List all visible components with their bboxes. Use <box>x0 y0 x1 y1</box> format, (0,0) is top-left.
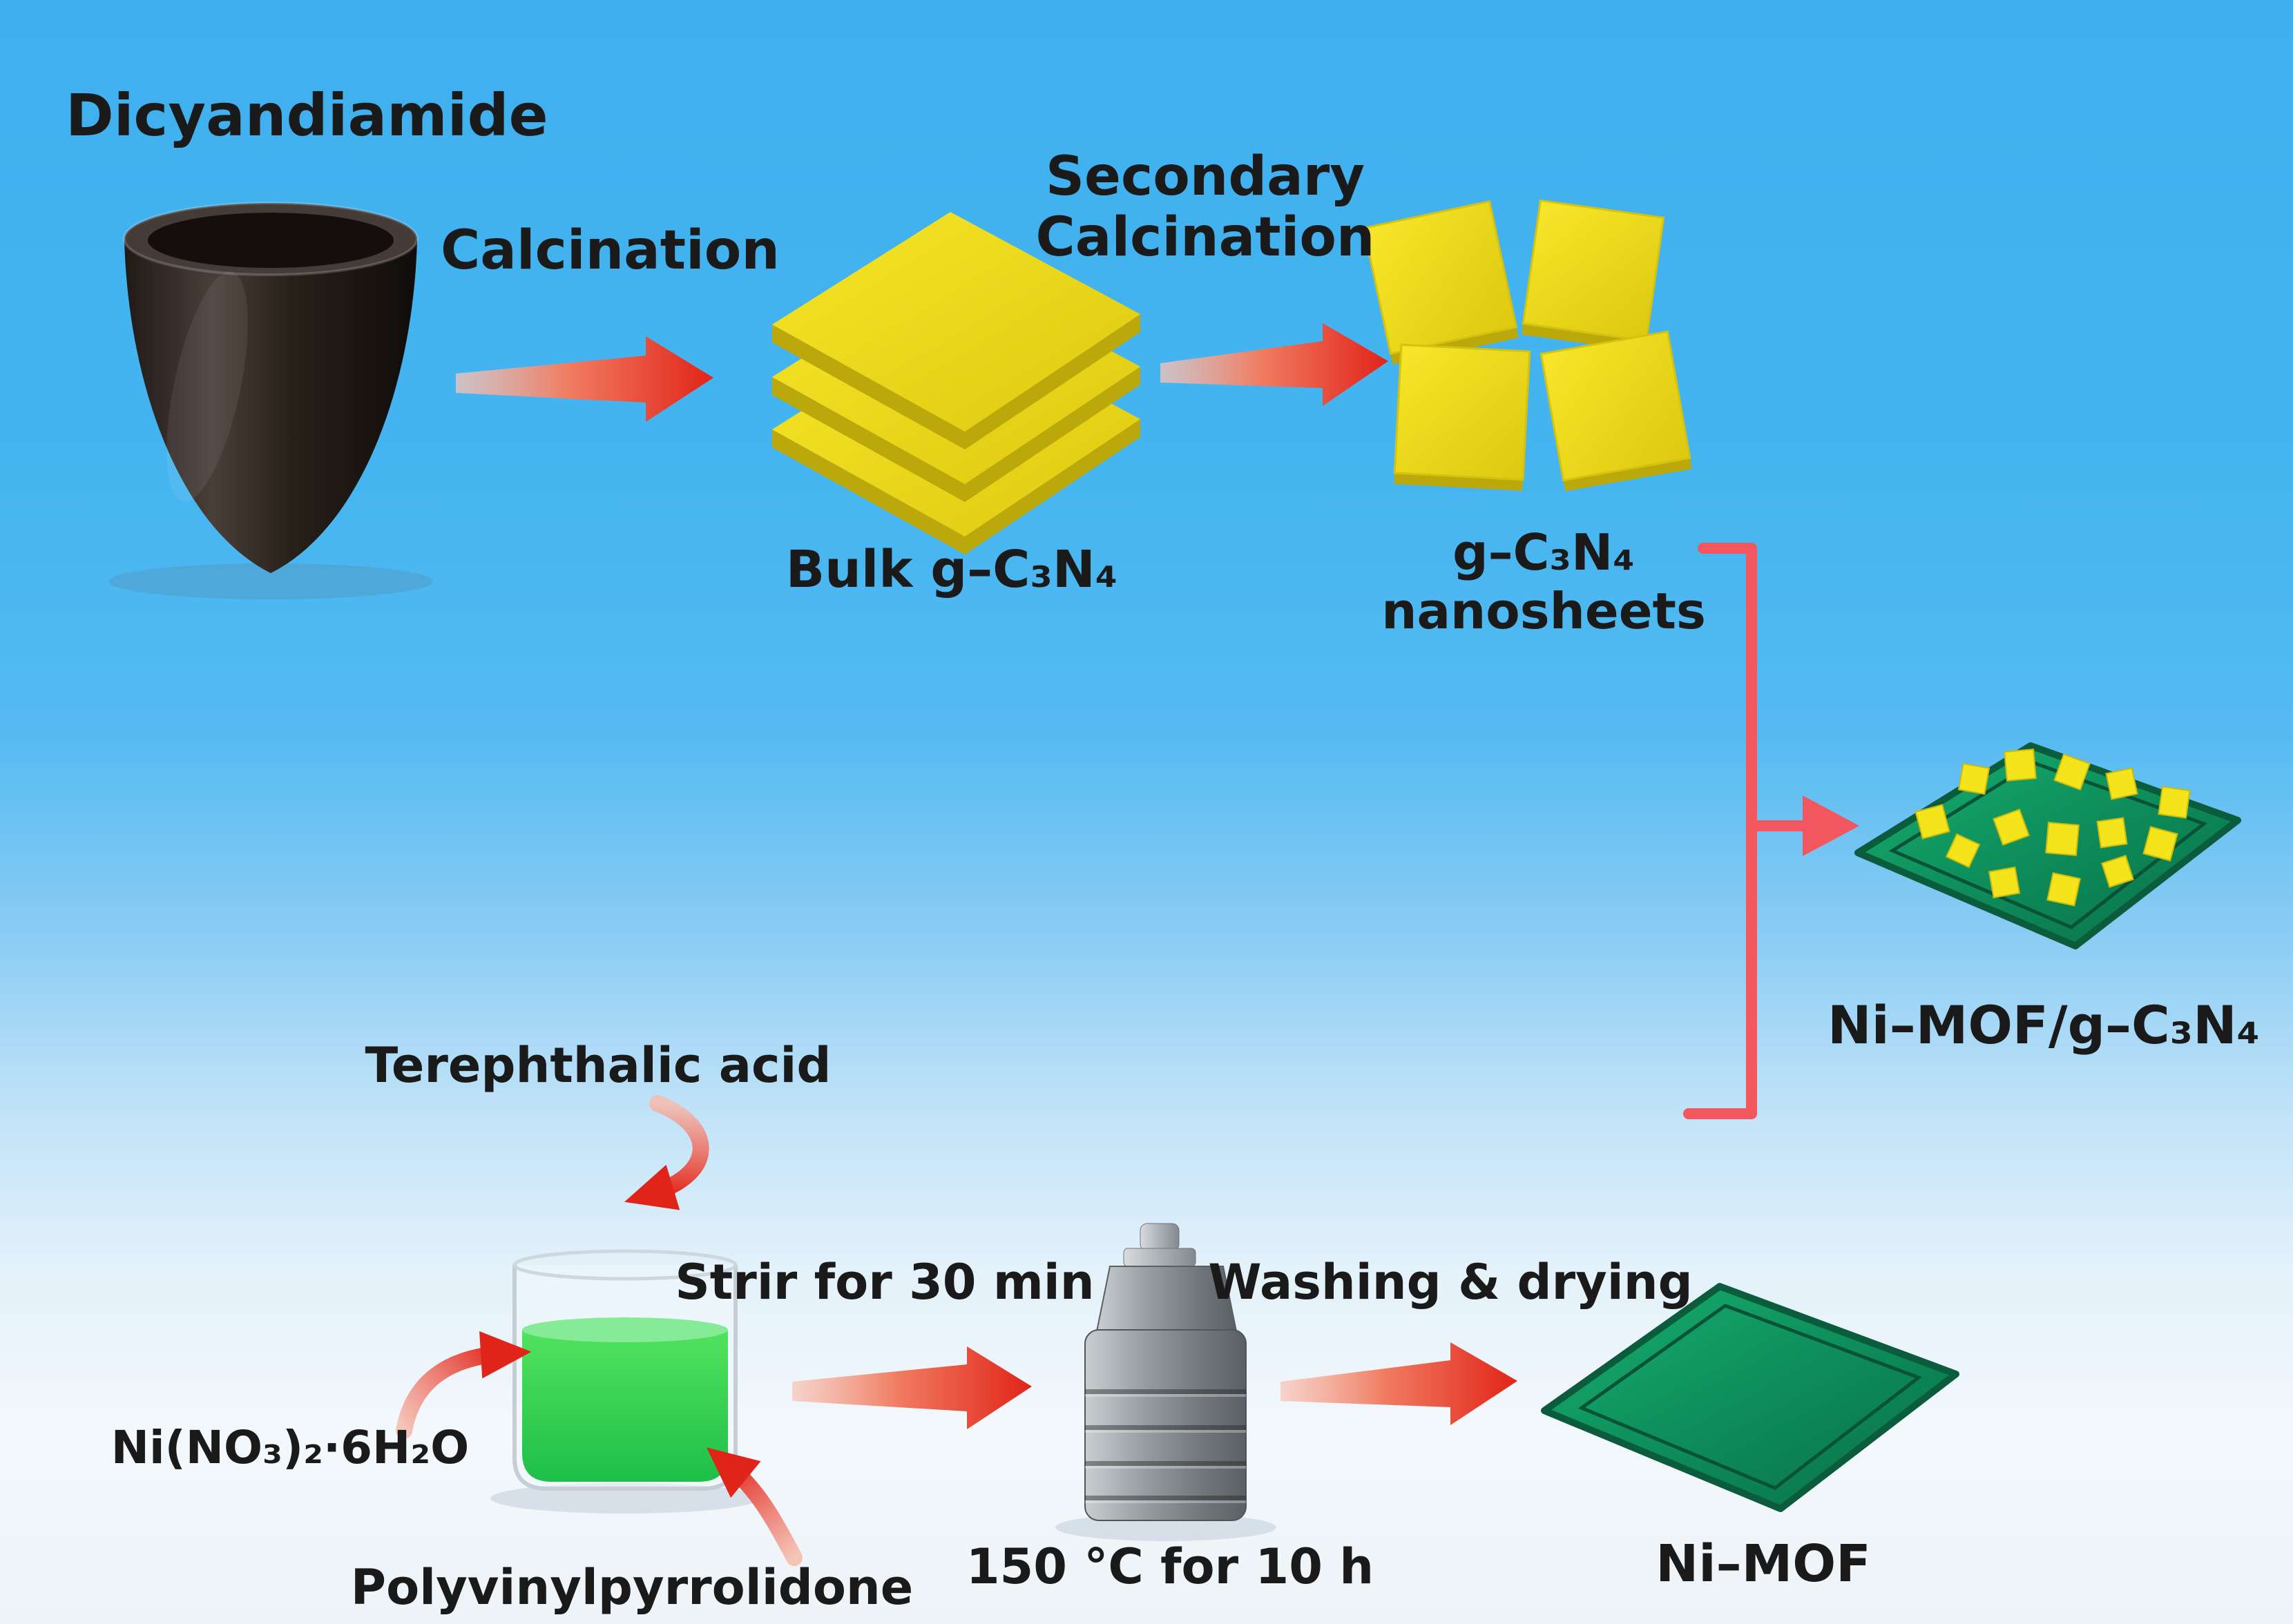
label-bulk-gcn: Bulk g–C₃N₄ <box>785 540 1118 599</box>
beaker-icon <box>512 1249 738 1491</box>
label-composite: Ni–MOF/g–C₃N₄ <box>1827 994 2260 1056</box>
label-line: nanosheets <box>1381 581 1706 640</box>
label-ni-mof: Ni–MOF <box>1656 1534 1871 1594</box>
bulk-gcn-sheets-icon <box>772 212 1140 554</box>
nickel-nitrate-arrow-icon <box>396 1331 532 1439</box>
autoclave-icon <box>1084 1223 1247 1521</box>
combine-bracket-icon <box>1683 543 1859 1119</box>
gcn-nanosheets-icon <box>1362 199 1692 492</box>
label-nickel-nitrate: Ni(NO₃)₂·6H₂O <box>111 1421 470 1474</box>
label-line: Secondary <box>1045 146 1365 208</box>
crucible-icon <box>123 202 419 573</box>
terephthalic-acid-arrow-icon <box>624 1095 709 1210</box>
label-calcination: Calcination <box>441 220 780 282</box>
pvp-arrow-icon <box>706 1447 803 1566</box>
label-autoclave-condition: 150 °C for 10 h <box>966 1538 1374 1595</box>
label-gcn-nanosheets: g–C₃N₄ nanosheets <box>1381 523 1706 641</box>
label-washing: Washing & drying <box>1208 1254 1693 1311</box>
ni-mof-sheet-icon <box>1541 1283 1959 1512</box>
washing-arrow-icon <box>1280 1342 1517 1425</box>
secondary-calcination-arrow-icon <box>1160 323 1388 406</box>
composite-yellow-specks <box>1915 748 2191 907</box>
calcination-arrow-icon <box>456 336 713 422</box>
label-terephthalic-acid: Terephthalic acid <box>365 1037 832 1094</box>
label-dicyandiamide: Dicyandiamide <box>66 81 548 149</box>
crucible-shadow <box>108 563 433 599</box>
label-secondary-calcination: Secondary Calcination <box>1036 146 1375 268</box>
label-line: Calcination <box>1035 206 1375 269</box>
label-stir: Strir for 30 min <box>675 1254 1095 1311</box>
stir-arrow-icon <box>792 1346 1032 1429</box>
composite-sheet-icon <box>1854 742 2241 949</box>
label-pvp: Polyvinylpyrrolidone <box>350 1559 914 1616</box>
label-line: g–C₃N₄ <box>1452 523 1635 581</box>
